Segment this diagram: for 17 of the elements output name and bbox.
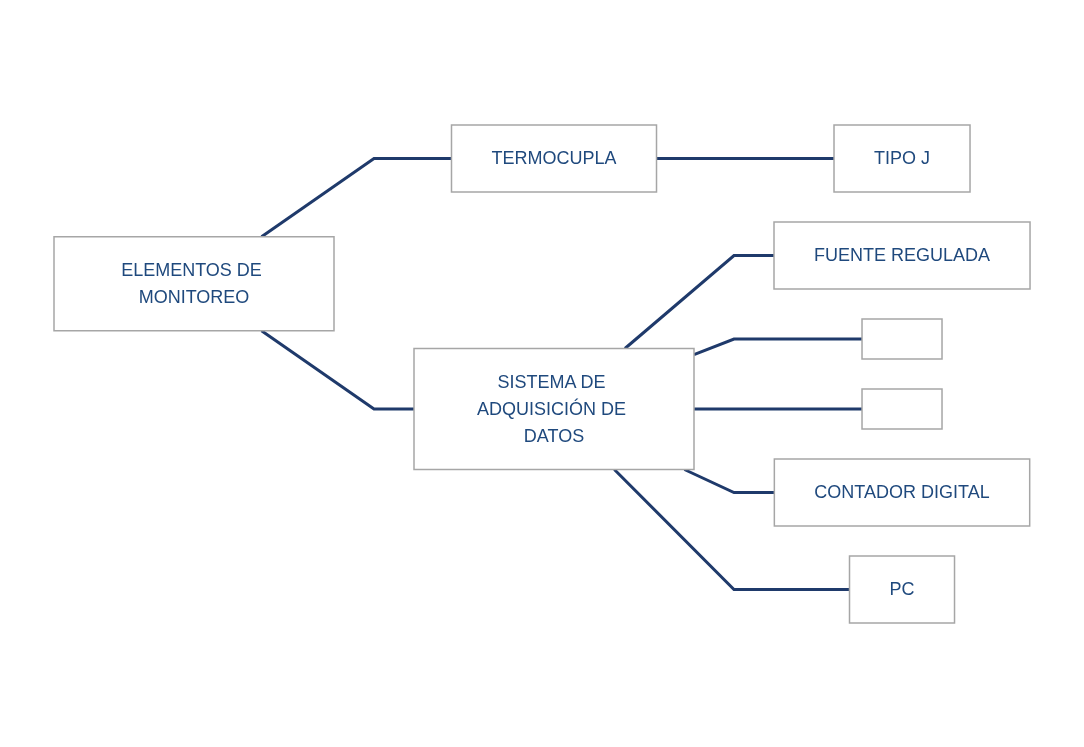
node-box: SISTEMA DE ADQUISICIÓN DE DATOS — [413, 347, 695, 470]
node-box: TERMOCUPLA — [450, 123, 658, 193]
node-box: TIPO J — [833, 123, 971, 193]
connector — [694, 407, 862, 410]
connector — [623, 253, 774, 350]
connector — [693, 337, 862, 356]
connector — [260, 156, 452, 238]
node-box — [861, 317, 943, 360]
connector — [260, 329, 414, 410]
node-box: CONTADOR DIGITAL — [773, 457, 1031, 527]
node-box: FUENTE REGULADA — [773, 220, 1031, 290]
connector — [613, 467, 850, 591]
node-box: ELEMENTOS DE MONITOREO — [53, 235, 335, 331]
connector — [683, 467, 775, 494]
connector — [656, 156, 834, 160]
node-box: PC — [848, 554, 956, 624]
node-box — [861, 387, 943, 430]
